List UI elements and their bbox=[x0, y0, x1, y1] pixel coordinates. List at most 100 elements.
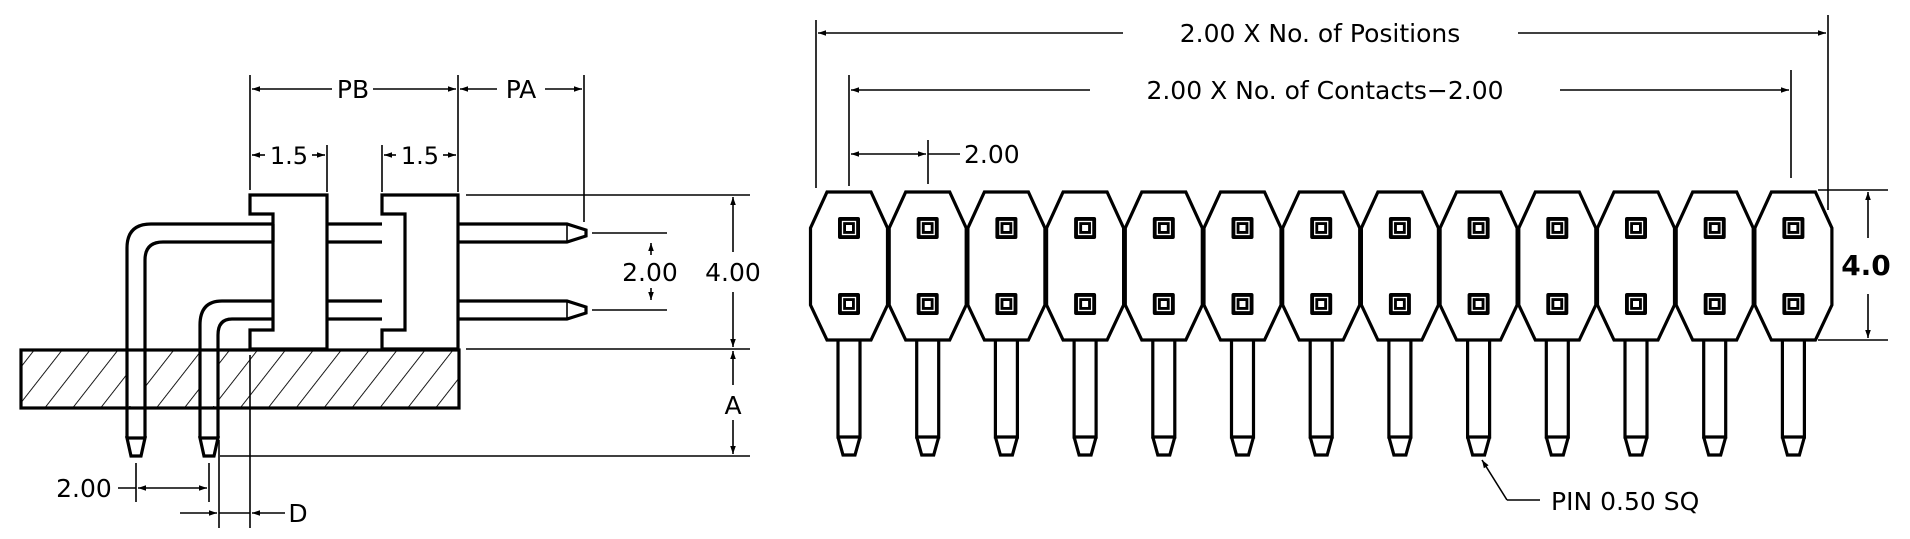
contact-square-icon bbox=[1231, 293, 1254, 315]
housing-position bbox=[808, 190, 890, 457]
housing-right bbox=[380, 193, 460, 351]
a-label: A bbox=[724, 391, 741, 420]
height-label: 4.00 bbox=[705, 258, 761, 287]
pin-tip bbox=[1308, 436, 1334, 457]
pitch-label: 2.00 bbox=[964, 140, 1020, 169]
positions-label: 2.00 X No. of Positions bbox=[1180, 19, 1461, 48]
housing-body bbox=[1359, 190, 1440, 342]
contact-square-icon bbox=[1310, 293, 1333, 315]
housing-body bbox=[808, 190, 890, 342]
housing-body bbox=[1595, 190, 1677, 342]
contact-square-icon bbox=[1546, 217, 1569, 239]
housing-body bbox=[1202, 190, 1283, 342]
pin-body bbox=[1151, 340, 1177, 439]
side-extension-lines bbox=[135, 75, 750, 528]
pb-label: PB bbox=[337, 75, 369, 104]
contact-square-icon bbox=[1782, 293, 1805, 315]
pin-body bbox=[1544, 340, 1570, 439]
contact-square-icon bbox=[1467, 293, 1490, 315]
contact-square-icon bbox=[1782, 217, 1805, 239]
housing-position bbox=[1438, 190, 1519, 457]
right-angle-pin-outer bbox=[125, 222, 588, 458]
housing-position bbox=[1281, 190, 1362, 457]
pin-body bbox=[1466, 340, 1492, 439]
dim-contacts: 2.00 X No. of Contacts−2.00 bbox=[851, 76, 1789, 105]
pin-tip bbox=[1544, 436, 1570, 457]
contact-square-icon bbox=[838, 217, 860, 239]
right-angle-pin-inner bbox=[198, 299, 588, 458]
pin-tip bbox=[1623, 436, 1649, 457]
pin-body bbox=[836, 340, 862, 439]
flange-left-label: 1.5 bbox=[270, 142, 308, 170]
contact-square-icon bbox=[1074, 217, 1097, 239]
flange-right-label: 1.5 bbox=[401, 142, 439, 170]
housing-position bbox=[887, 190, 968, 457]
contact-square-icon bbox=[1152, 217, 1175, 239]
pin-body bbox=[1623, 340, 1649, 439]
pin-body bbox=[1229, 340, 1256, 439]
housing-body bbox=[1753, 190, 1834, 342]
pa-label: PA bbox=[506, 75, 537, 104]
dim-pa: PA bbox=[460, 75, 582, 104]
dim-flange-right: 1.5 bbox=[384, 142, 456, 170]
pcb-board bbox=[19, 348, 461, 410]
pin-tip bbox=[1780, 436, 1806, 457]
housing-position bbox=[1359, 190, 1440, 457]
d-label: D bbox=[288, 499, 307, 528]
housing-body bbox=[1674, 190, 1755, 342]
contact-square-icon bbox=[1388, 217, 1411, 239]
contact-square-icon bbox=[838, 293, 860, 315]
contacts-label: 2.00 X No. of Contacts−2.00 bbox=[1146, 76, 1503, 105]
contact-square-icon bbox=[1546, 293, 1569, 315]
contact-square-icon bbox=[1703, 293, 1726, 315]
pin-body bbox=[1780, 340, 1806, 439]
dim-flange-left: 1.5 bbox=[252, 142, 325, 170]
pin-note: PIN 0.50 SQ bbox=[1481, 459, 1699, 516]
dim-pitch: 2.00 bbox=[851, 140, 1020, 169]
pin-body bbox=[993, 340, 1019, 439]
housing-body bbox=[966, 190, 1047, 342]
housing-position bbox=[1753, 190, 1834, 457]
pin-note-label: PIN 0.50 SQ bbox=[1551, 487, 1699, 516]
contact-square-icon bbox=[1074, 293, 1097, 315]
contact-square-icon bbox=[1625, 293, 1647, 315]
row-pitch-label: 2.00 bbox=[622, 258, 678, 287]
contact-square-icon bbox=[995, 293, 1018, 315]
housing-row bbox=[808, 190, 1834, 457]
front-height-label: 4.0 bbox=[1841, 249, 1891, 282]
front-view: 2.00 X No. of Positions 2.00 X No. of Co… bbox=[808, 15, 1891, 516]
pin-tip bbox=[1702, 436, 1728, 457]
front-extension-lines bbox=[815, 15, 1888, 341]
contact-square-icon bbox=[1388, 293, 1411, 315]
housing-body bbox=[1438, 190, 1519, 342]
housing-left bbox=[248, 193, 329, 351]
housing-body bbox=[1045, 190, 1126, 342]
housing-body bbox=[1281, 190, 1362, 342]
housing-body bbox=[1123, 190, 1204, 342]
pin-tip bbox=[915, 436, 941, 457]
contact-square-icon bbox=[1152, 293, 1175, 315]
pin-spacing-label: 2.00 bbox=[56, 474, 112, 503]
housing-position bbox=[1595, 190, 1677, 457]
pin-tip bbox=[1151, 436, 1177, 457]
housing-position bbox=[1674, 190, 1755, 457]
contact-square-icon bbox=[995, 217, 1018, 239]
pin-tip bbox=[836, 436, 862, 457]
contact-square-icon bbox=[916, 217, 939, 239]
dim-a: A bbox=[724, 351, 742, 454]
housing-position bbox=[1202, 190, 1283, 457]
dim-pin-spacing: 2.00 bbox=[56, 474, 207, 503]
pin-tip bbox=[1387, 436, 1413, 457]
pin-body bbox=[1072, 340, 1098, 439]
pin-body bbox=[1387, 340, 1413, 439]
contact-square-icon bbox=[916, 293, 939, 315]
housing-position bbox=[1045, 190, 1126, 457]
pin-body bbox=[915, 340, 941, 439]
pin-tip bbox=[1072, 436, 1098, 457]
pin-tip bbox=[993, 436, 1019, 457]
contact-square-icon bbox=[1467, 217, 1490, 239]
dim-pb: PB bbox=[252, 75, 456, 104]
side-view: PB PA 1.5 1.5 2.00 4.00 bbox=[19, 75, 761, 528]
housing-body bbox=[1517, 190, 1598, 342]
